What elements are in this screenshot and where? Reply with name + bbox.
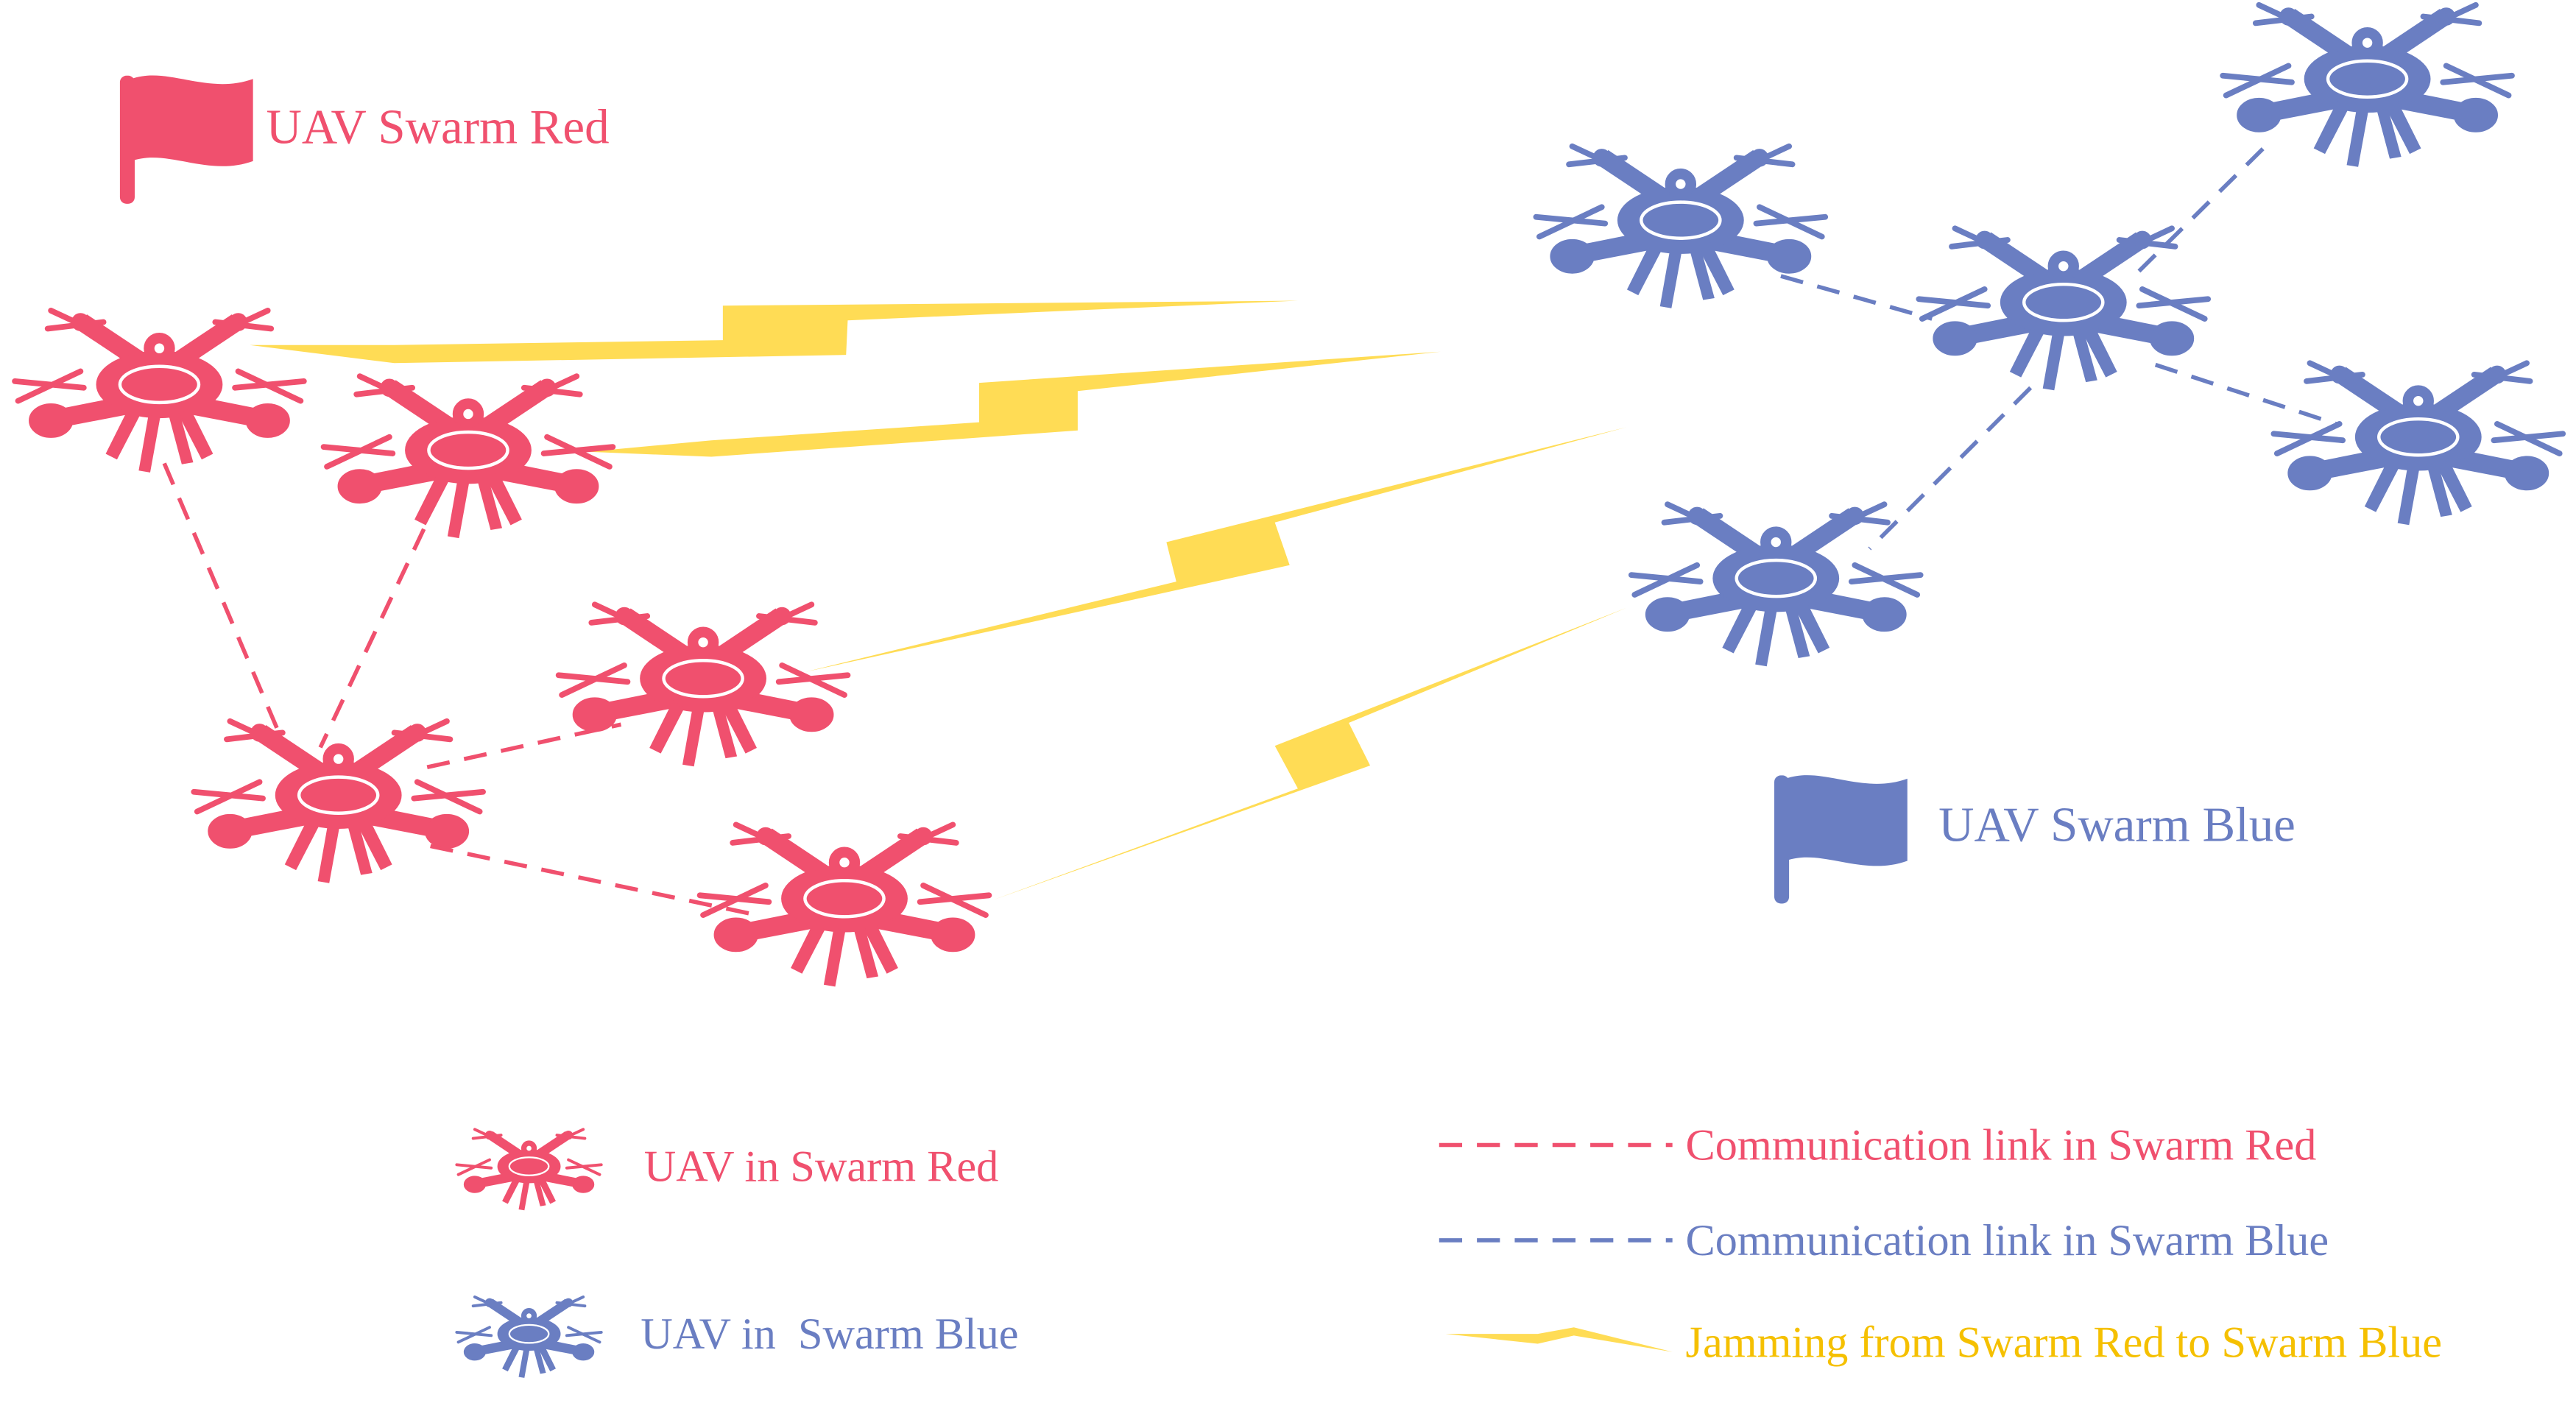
- red-link: [430, 844, 750, 916]
- blue-drone: [2273, 363, 2563, 524]
- red-flag-icon: [119, 75, 253, 204]
- jamming-beam-4: [992, 607, 1627, 901]
- legend-red-drone-icon: [455, 1128, 603, 1212]
- jamming-beam-2: [587, 351, 1441, 457]
- red-swarm: [15, 311, 989, 986]
- red-drone: [194, 721, 483, 883]
- legend: UAV in Swarm Red UAV in Swarm Blue Commu…: [455, 1121, 2443, 1379]
- blue-drone: [1919, 228, 2208, 389]
- jamming-beam-3: [805, 427, 1627, 672]
- red-drone: [15, 311, 304, 472]
- blue-link: [1868, 386, 2033, 551]
- legend-jamming: Jamming from Swarm Red to Swarm Blue: [1686, 1318, 2443, 1367]
- blue-drone: [2223, 5, 2512, 166]
- red-link: [426, 722, 622, 769]
- blue-flag-icon: [1774, 775, 1908, 904]
- blue-link: [2137, 140, 2272, 273]
- legend-link-red: Communication link in Swarm Red: [1686, 1121, 2317, 1170]
- blue-swarm-label: UAV Swarm Blue: [1938, 798, 2296, 852]
- red-drone: [700, 824, 989, 986]
- legend-uav-blue: UAV in Swarm Blue: [641, 1310, 1018, 1359]
- legend-jamming-swatch: [1445, 1327, 1673, 1352]
- blue-link: [2154, 362, 2337, 426]
- blue-drone: [1536, 146, 1825, 308]
- jamming-beam-1: [250, 300, 1298, 364]
- red-drone: [324, 376, 613, 537]
- red-drone: [559, 604, 848, 766]
- legend-uav-red: UAV in Swarm Red: [644, 1142, 998, 1192]
- red-links: [162, 462, 750, 916]
- red-link: [318, 528, 426, 749]
- legend-link-blue: Communication link in Swarm Blue: [1686, 1216, 2329, 1265]
- red-link: [162, 462, 288, 750]
- red-swarm-label: UAV Swarm Red: [267, 99, 610, 154]
- jamming-beams: [250, 300, 1627, 901]
- blue-swarm: [1536, 5, 2563, 665]
- legend-blue-drone-icon: [455, 1295, 603, 1379]
- blue-drone: [1631, 504, 1921, 665]
- blue-link: [1780, 274, 1933, 321]
- blue-links: [1780, 140, 2337, 551]
